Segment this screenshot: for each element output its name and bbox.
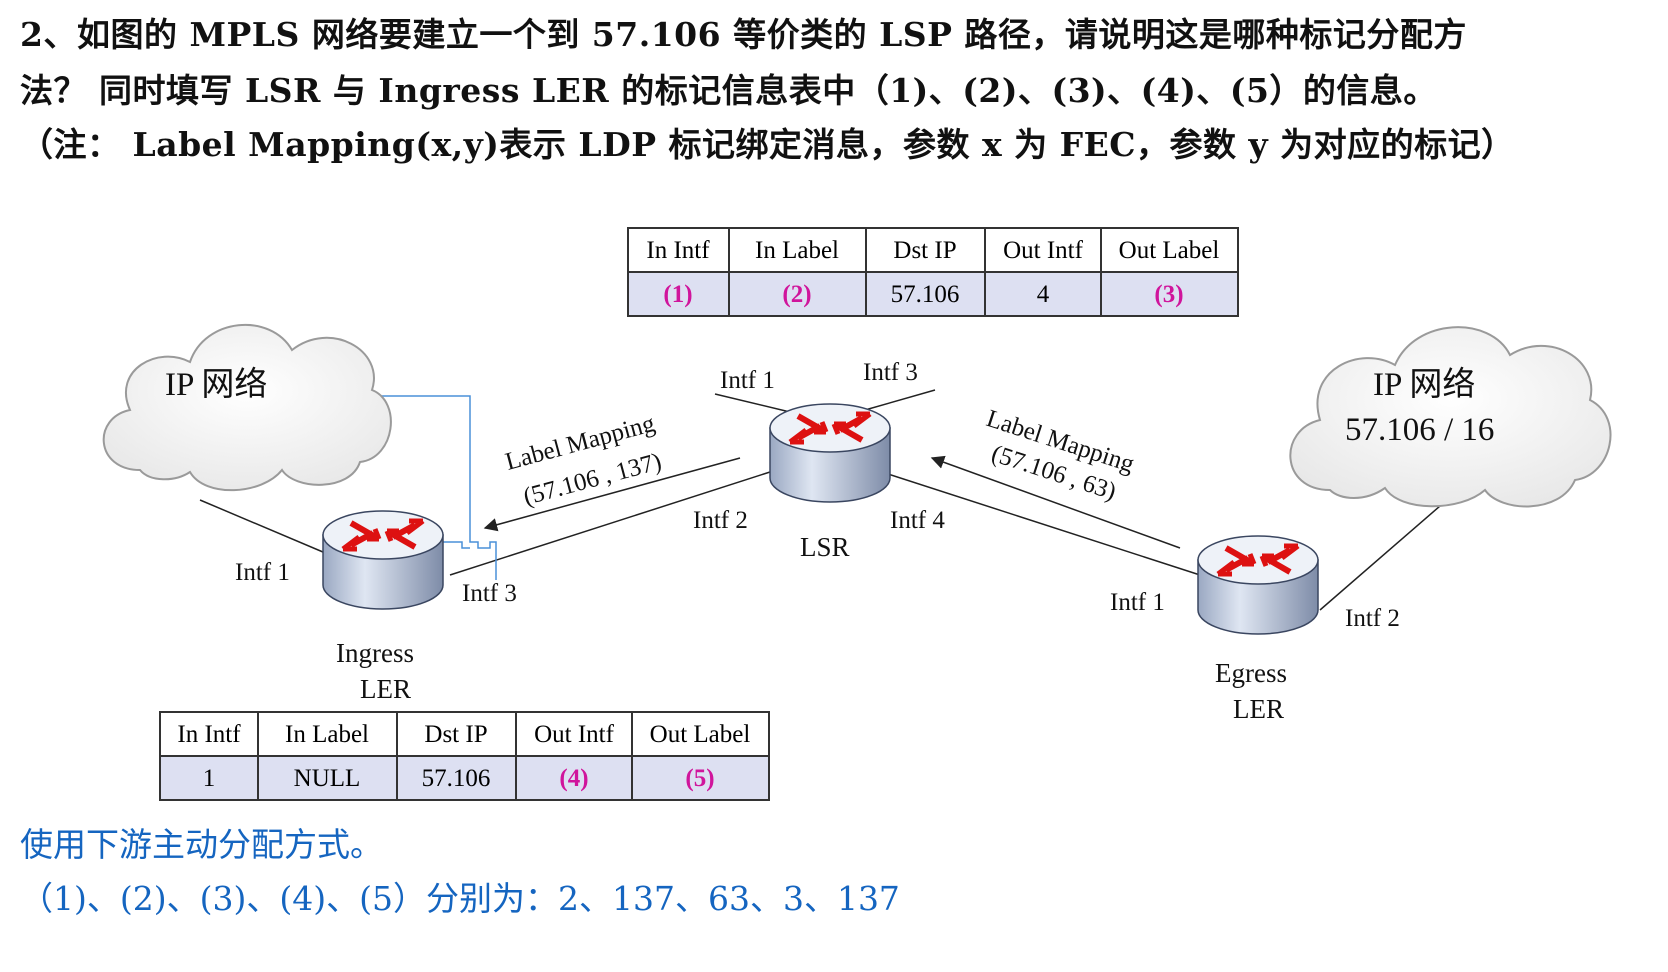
lsr-header-dst-ip: Dst IP [893, 237, 956, 264]
ingress-cell-dst-ip: 57.106 [422, 765, 491, 792]
link-egress-cloud [1319, 492, 1456, 611]
link-ingress-lsr [449, 471, 771, 576]
lsr-intf1-label: Intf 1 [720, 367, 775, 394]
lsr-intf3-label: Intf 3 [863, 359, 918, 386]
ingress-router-icon [323, 511, 443, 609]
link-lsr-egress [884, 472, 1201, 576]
question-line-3: （注： Label Mapping(x,y)表示 LDP 标记绑定消息，参数 x… [20, 125, 1515, 164]
lsr-header-in-intf: In Intf [646, 237, 710, 264]
cloud-left-label: IP 网络 [165, 366, 267, 403]
lsr-cell-blank-2: (2) [782, 281, 811, 308]
ingress-header-in-intf: In Intf [177, 721, 241, 748]
egress-router-icon [1198, 536, 1318, 634]
lsr-intf4-label: Intf 4 [890, 507, 945, 534]
lsr-table: In Intf In Label Dst IP Out Intf Out Lab… [627, 227, 1239, 317]
lsr-header-in-label: In Label [755, 237, 839, 264]
lsr-router-icon [770, 404, 890, 502]
lsr-intf2-label: Intf 2 [693, 507, 748, 534]
answer-line-2: （1)、(2)、(3)、(4)、(5）分别为：2、137、63、3、137 [20, 879, 900, 918]
answer-line-1: 使用下游主动分配方式。 [20, 825, 383, 864]
lsr-cell-dst-ip: 57.106 [891, 281, 960, 308]
lsr-intf1-stub [714, 393, 791, 413]
ingress-header-out-intf: Out Intf [534, 721, 615, 748]
ingress-intf1-label: Intf 1 [235, 559, 290, 586]
ingress-intf3-label: Intf 3 [462, 580, 517, 607]
question-line-1: 2、如图的 MPLS 网络要建立一个到 57.106 等价类的 LSP 路径，请… [20, 15, 1467, 54]
ingress-table: In Intf In Label Dst IP Out Intf Out Lab… [159, 711, 770, 801]
ingress-cell-blank-5: (5) [685, 765, 714, 792]
cloud-right-label: IP 网络 [1373, 366, 1475, 403]
lsr-header-out-label: Out Label [1119, 237, 1220, 264]
lsr-header-out-intf: Out Intf [1003, 237, 1084, 264]
ingress-cell-in-label: NULL [294, 765, 361, 792]
ingress-name-line2: LER [360, 674, 411, 704]
ingress-header-out-label: Out Label [650, 721, 751, 748]
lsr-cell-blank-3: (3) [1154, 281, 1183, 308]
cloud-right-prefix: 57.106 / 16 [1345, 412, 1494, 448]
lsr-name: LSR [800, 532, 850, 562]
lsr-cell-blank-1: (1) [663, 281, 692, 308]
ingress-cell-blank-4: (4) [559, 765, 588, 792]
ingress-intf3-hop [440, 541, 470, 549]
egress-name-line2: LER [1233, 694, 1284, 724]
cloud-left [102, 323, 392, 492]
link-cloud-ingress [199, 499, 331, 556]
question-line-2: 法？ 同时填写 LSR 与 Ingress LER 的标记信息表中（1)、(2)… [20, 71, 1437, 110]
arrow-label-mapping-right [930, 455, 1181, 549]
ingress-intf3-link [368, 395, 497, 580]
ingress-header-in-label: In Label [285, 721, 369, 748]
ingress-cell-in-intf: 1 [203, 765, 216, 792]
lsr-intf3-stub [864, 389, 936, 411]
ingress-name-line1: Ingress [336, 638, 414, 668]
lsr-cell-out-intf: 4 [1037, 281, 1050, 308]
egress-intf1-label: Intf 1 [1110, 589, 1165, 616]
cloud-right [1289, 326, 1612, 508]
egress-intf2-label: Intf 2 [1345, 605, 1400, 632]
ingress-header-dst-ip: Dst IP [424, 721, 487, 748]
arrow-label-mapping-left [483, 457, 741, 532]
egress-name-line1: Egress [1215, 658, 1287, 688]
